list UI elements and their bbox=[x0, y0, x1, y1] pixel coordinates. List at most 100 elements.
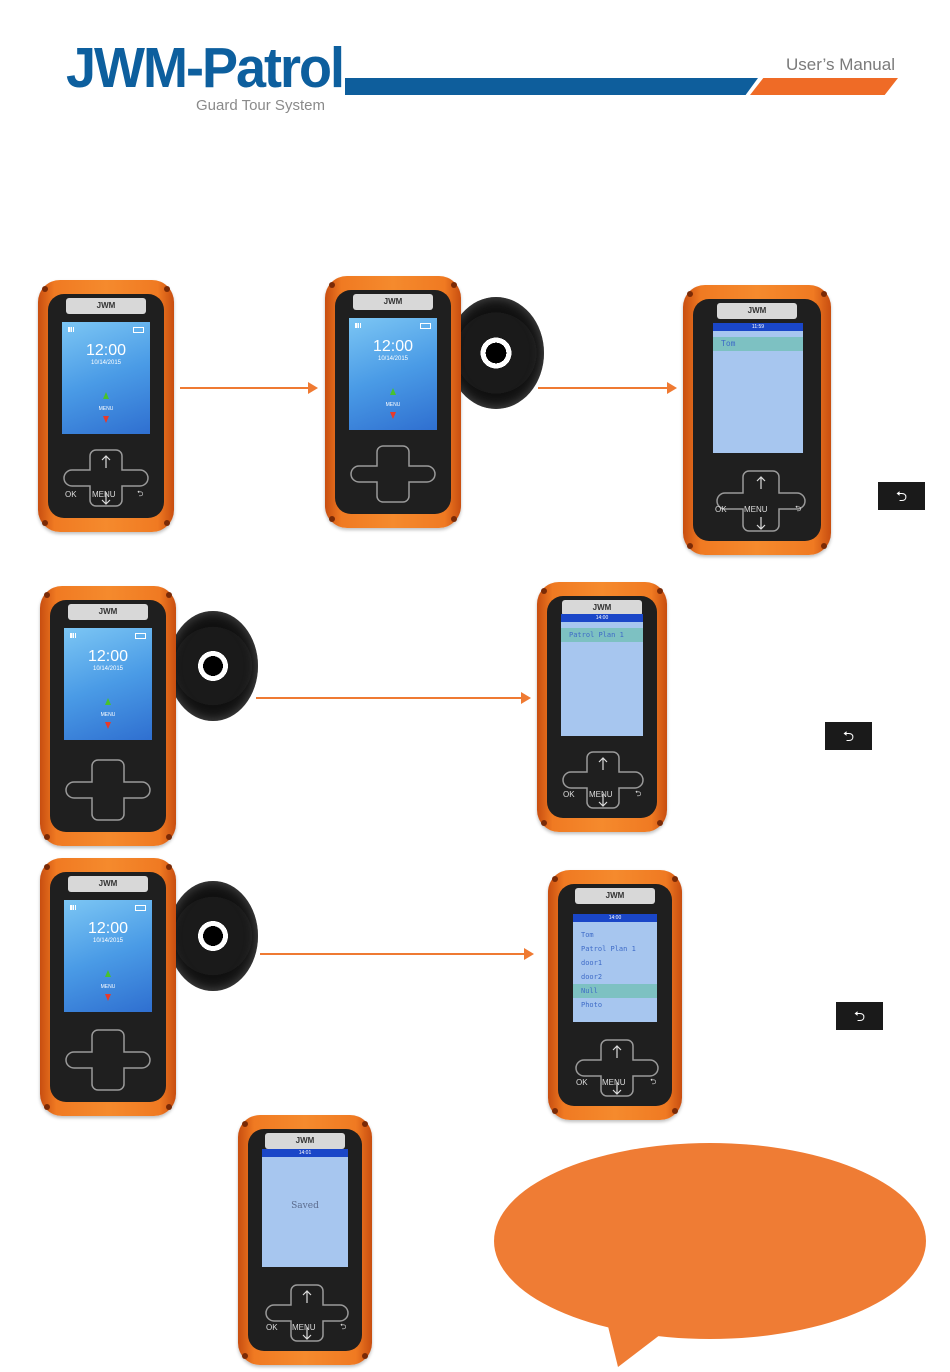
keypad bbox=[562, 751, 644, 809]
screw bbox=[362, 1121, 368, 1127]
screw bbox=[821, 291, 827, 297]
device-logo: JWM bbox=[66, 298, 146, 314]
list-item-plan[interactable]: Patrol Plan 1 bbox=[581, 945, 636, 953]
battery-icon bbox=[135, 905, 146, 911]
brand-logo: JWM-Patrol bbox=[66, 36, 345, 100]
screw bbox=[44, 834, 50, 840]
ok-key[interactable]: OK bbox=[576, 1078, 588, 1087]
screw bbox=[552, 1108, 558, 1114]
screw bbox=[166, 834, 172, 840]
return-key-icon[interactable]: ⮌ bbox=[137, 489, 144, 498]
flow-arrow bbox=[180, 382, 318, 394]
summary-screen: 14:00 Tom Patrol Plan 1 door1 door2 Null… bbox=[573, 914, 657, 1022]
ok-key[interactable]: OK bbox=[563, 790, 575, 799]
red-arrow-icon bbox=[105, 994, 111, 1001]
screw bbox=[242, 1353, 248, 1359]
manual-label: User’s Manual bbox=[786, 55, 895, 74]
list-item-checkpoint[interactable]: door2 bbox=[581, 973, 603, 981]
rfid-tag-disc bbox=[168, 611, 258, 721]
return-button[interactable]: ⮌ bbox=[825, 722, 872, 750]
status-bar-time: 14:01 bbox=[262, 1149, 348, 1157]
home-date: 10/14/2015 bbox=[377, 356, 409, 362]
device-bezel: JWM 12:00 10/14/2015 MENU bbox=[50, 872, 166, 1102]
screw bbox=[242, 1121, 248, 1127]
status-bar-time: 14:00 bbox=[561, 614, 643, 622]
flow-arrow bbox=[260, 948, 534, 960]
device-home-3: JWM 12:00 10/14/2015 MENU bbox=[40, 586, 176, 846]
return-button[interactable]: ⮌ bbox=[878, 482, 925, 510]
menu-key[interactable]: MENU bbox=[744, 505, 768, 514]
flow-arrow bbox=[538, 382, 677, 394]
screw bbox=[672, 876, 678, 882]
signal-icon bbox=[70, 905, 76, 910]
device-logo: JWM bbox=[353, 294, 433, 310]
device-bezel: JWM 12:00 10/14/2015 MENU bbox=[50, 600, 166, 832]
return-key-icon[interactable]: ⮌ bbox=[635, 789, 642, 798]
device-saved-screen: JWM 14:01 Saved OK MENU ⮌ bbox=[238, 1115, 372, 1365]
green-arrow-icon bbox=[105, 970, 111, 977]
ok-key[interactable]: OK bbox=[715, 505, 727, 514]
menu-key[interactable]: MENU bbox=[602, 1078, 626, 1087]
list-item[interactable]: Patrol Plan 1 bbox=[561, 628, 643, 642]
home-screen: 12:00 10/14/2015 MENU bbox=[349, 318, 437, 430]
header-bar-blue bbox=[345, 78, 758, 95]
device-home-2: JWM 12:00 10/14/2015 MENU bbox=[325, 276, 461, 528]
ok-key[interactable]: OK bbox=[266, 1323, 278, 1332]
rfid-tag-disc bbox=[168, 881, 258, 991]
device-home-1: JWM 12:00 10/14/2015 MENU OK MENU ⮌ bbox=[38, 280, 174, 532]
green-arrow-icon bbox=[105, 698, 111, 705]
screw bbox=[657, 820, 663, 826]
menu-key[interactable]: MENU bbox=[589, 790, 613, 799]
speech-bubble-tail bbox=[604, 1312, 690, 1367]
keypad bbox=[65, 759, 151, 821]
return-button[interactable]: ⮌ bbox=[836, 1002, 883, 1030]
device-plan-screen: JWM 14:00 Patrol Plan 1 OK MENU ⮌ bbox=[537, 582, 667, 832]
device-user-screen: JWM 11:59 Tom OK MENU ⮌ bbox=[683, 285, 831, 555]
device-bezel: JWM 11:59 Tom OK MENU ⮌ bbox=[693, 299, 821, 541]
screw bbox=[166, 1104, 172, 1110]
screw bbox=[329, 516, 335, 522]
flow-arrow bbox=[256, 692, 531, 704]
screw bbox=[552, 876, 558, 882]
signal-icon bbox=[70, 633, 76, 638]
user-screen: 11:59 Tom bbox=[713, 323, 803, 453]
screw bbox=[451, 516, 457, 522]
device-bezel: JWM 12:00 10/14/2015 MENU OK MENU ⮌ bbox=[48, 294, 164, 518]
home-time: 12:00 bbox=[372, 338, 414, 355]
home-time: 12:00 bbox=[85, 342, 127, 359]
screw bbox=[44, 592, 50, 598]
screw bbox=[672, 1108, 678, 1114]
battery-icon bbox=[133, 327, 144, 333]
menu-key[interactable]: MENU bbox=[292, 1323, 316, 1332]
device-logo: JWM bbox=[265, 1133, 345, 1149]
rfid-tag-disc bbox=[448, 297, 544, 409]
keypad bbox=[716, 470, 806, 532]
return-key-icon[interactable]: ⮌ bbox=[650, 1077, 657, 1086]
keypad bbox=[575, 1039, 659, 1097]
return-key-icon[interactable]: ⮌ bbox=[795, 504, 802, 513]
list-item-photo[interactable]: Photo bbox=[581, 1001, 603, 1009]
list-item-event[interactable]: Null bbox=[573, 984, 657, 998]
home-screen: 12:00 10/14/2015 MENU bbox=[64, 900, 152, 1012]
device-bezel: JWM 14:00 Tom Patrol Plan 1 door1 door2 … bbox=[558, 884, 672, 1106]
list-item-checkpoint[interactable]: door1 bbox=[581, 959, 603, 967]
home-menu-label: MENU bbox=[385, 402, 401, 408]
list-item[interactable]: Tom bbox=[713, 337, 803, 351]
device-summary-screen: JWM 14:00 Tom Patrol Plan 1 door1 door2 … bbox=[548, 870, 682, 1120]
keypad bbox=[265, 1284, 349, 1342]
home-date: 10/14/2015 bbox=[92, 666, 124, 672]
green-arrow-icon bbox=[103, 392, 109, 399]
status-bar-time: 14:00 bbox=[573, 914, 657, 922]
device-logo: JWM bbox=[562, 600, 642, 616]
saved-screen: 14:01 Saved bbox=[262, 1149, 348, 1267]
screw bbox=[451, 282, 457, 288]
green-arrow-icon bbox=[390, 388, 396, 395]
keypad bbox=[65, 1029, 151, 1091]
list-item-user[interactable]: Tom bbox=[581, 931, 594, 939]
device-logo: JWM bbox=[717, 303, 797, 319]
ok-key[interactable]: OK bbox=[65, 490, 77, 499]
screw bbox=[166, 864, 172, 870]
signal-icon bbox=[355, 323, 361, 328]
return-key-icon[interactable]: ⮌ bbox=[340, 1322, 347, 1331]
menu-key[interactable]: MENU bbox=[92, 490, 116, 499]
